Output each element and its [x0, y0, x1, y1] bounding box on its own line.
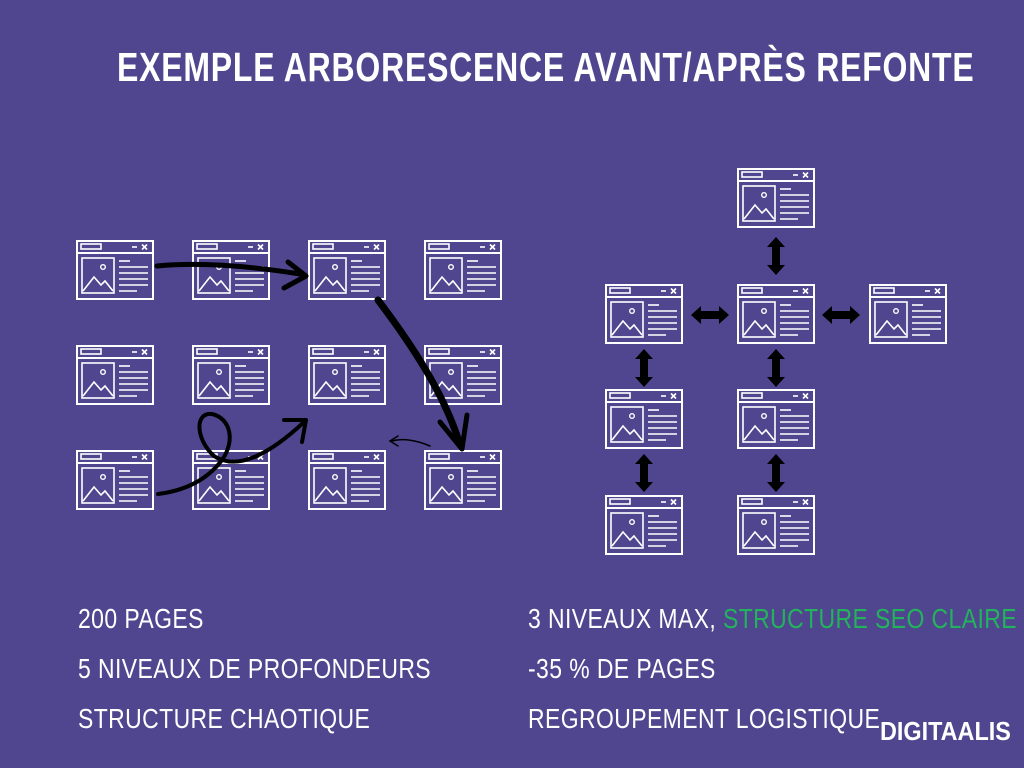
- page-icon: [308, 345, 386, 405]
- page-icon: [308, 240, 386, 300]
- page-icon: [737, 389, 815, 449]
- double-arrow-icon: [635, 454, 653, 492]
- page-icon: [869, 284, 947, 344]
- page-icon: [605, 284, 683, 344]
- double-arrow-icon: [822, 306, 860, 324]
- page-icon: [737, 284, 815, 344]
- chaotic-arrows: [154, 259, 470, 496]
- after-stat-grouping: REGROUPEMENT LOGISTIQUE: [528, 703, 881, 734]
- before-stat-structure: STRUCTURE CHAOTIQUE: [78, 703, 371, 734]
- page-icon: [192, 345, 270, 405]
- after-stat-pages: -35 % DE PAGES: [528, 653, 716, 684]
- after-stat-levels: 3 NIVEAUX MAX, STRUCTURE SEO CLAIRE: [528, 603, 1017, 635]
- after-sitemap: [605, 168, 947, 555]
- page-icon: [308, 450, 386, 510]
- double-arrow-icon: [767, 237, 785, 275]
- double-arrow-icon: [691, 306, 729, 324]
- before-stat-pages: 200 PAGES: [78, 603, 204, 634]
- double-arrow-icon: [767, 349, 785, 387]
- double-arrow-icon: [635, 349, 653, 387]
- page-icon: [424, 450, 502, 510]
- after-stat-levels-prefix: 3 NIVEAUX MAX,: [528, 603, 723, 634]
- page-icon: [76, 450, 154, 510]
- brand-logo: DIGITAALIS: [880, 716, 1011, 746]
- before-stat-levels: 5 NIVEAUX DE PROFONDEURS: [78, 653, 432, 684]
- page-icon: [76, 345, 154, 405]
- page-icon: [737, 495, 815, 555]
- double-arrow-icon: [767, 454, 785, 492]
- page-title: EXEMPLE ARBORESCENCE AVANT/APRÈS REFONTE: [117, 44, 975, 90]
- page-icon: [76, 240, 154, 300]
- page-icon: [605, 495, 683, 555]
- page-icon: [737, 168, 815, 228]
- page-icon: [605, 389, 683, 449]
- page-icon: [424, 240, 502, 300]
- after-stat-seo-highlight: STRUCTURE SEO CLAIRE: [722, 603, 1017, 634]
- before-sitemap: [76, 240, 502, 510]
